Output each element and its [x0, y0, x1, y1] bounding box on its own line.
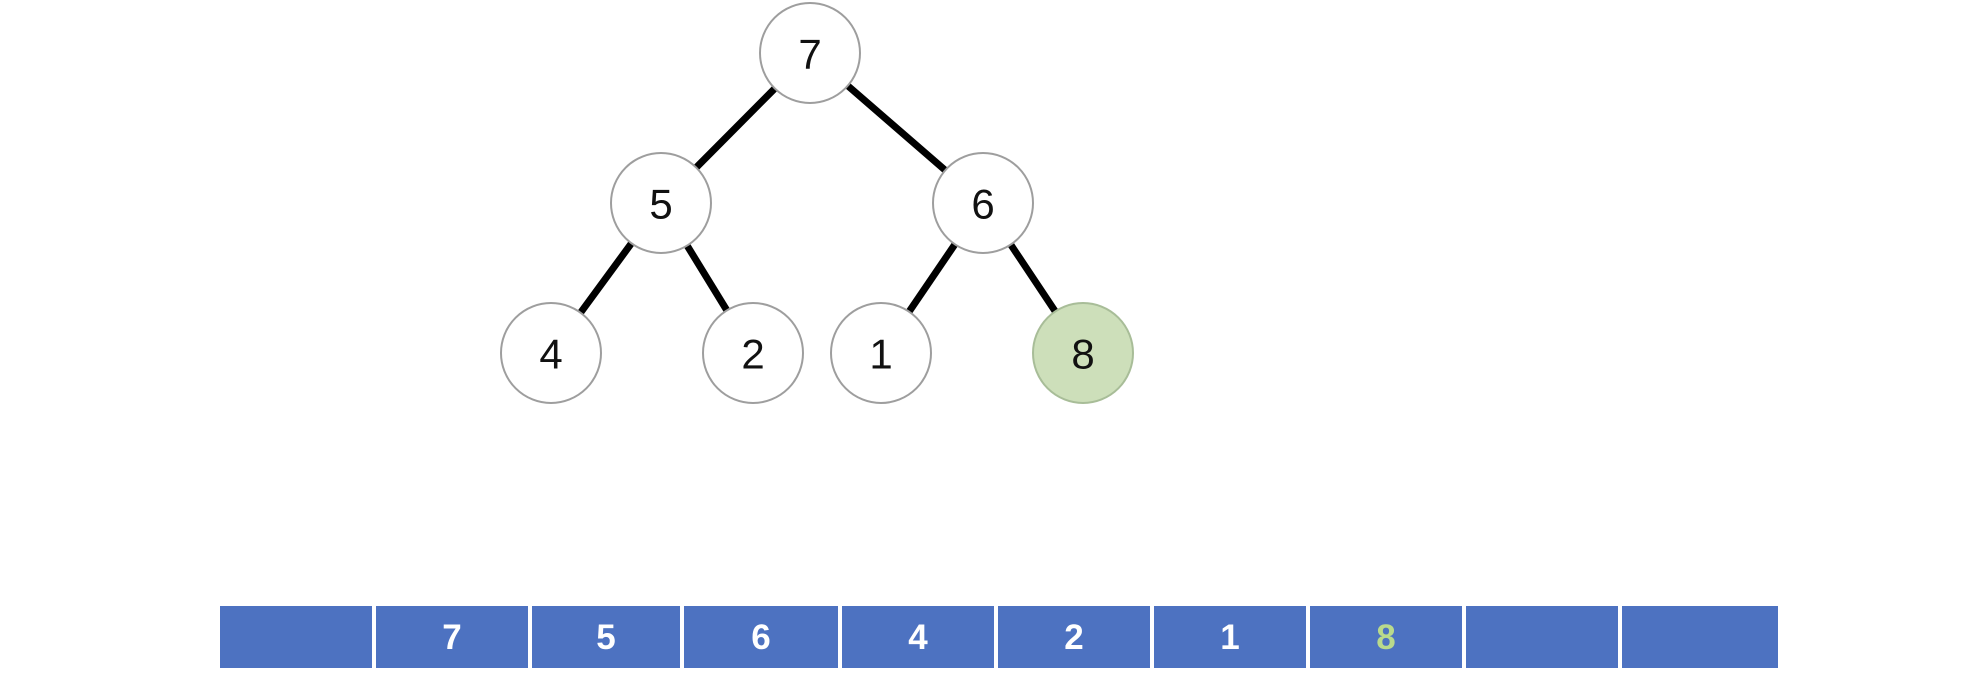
array-cell-2[interactable]: 5	[532, 606, 680, 668]
array-cell-6[interactable]: 1	[1154, 606, 1306, 668]
tree-node-circle-7	[759, 2, 861, 104]
array-cell-5[interactable]: 2	[998, 606, 1150, 668]
tree-node-2[interactable]: 2	[702, 302, 804, 404]
binary-heap-tree: 7 5 6 4 2 1 8	[500, 2, 1134, 404]
array-cell-value-4: 4	[908, 617, 928, 657]
tree-node-layer: 7 5 6 4 2 1 8	[500, 2, 1134, 404]
array-cell-value-2: 5	[596, 617, 616, 657]
tree-node-circle-6	[932, 152, 1034, 254]
tree-edge-5-4	[577, 241, 635, 315]
array-cell-1[interactable]: 7	[376, 606, 528, 668]
tree-node-6[interactable]: 6	[932, 152, 1034, 254]
array-cell-7[interactable]: 8	[1310, 606, 1462, 668]
tree-node-circle-8	[1032, 302, 1134, 404]
tree-node-circle-4	[500, 302, 602, 404]
tree-node-label-1: 1	[869, 331, 892, 378]
tree-node-label-7: 7	[798, 31, 821, 78]
tree-node-label-8: 8	[1071, 331, 1094, 378]
tree-edge-7-5	[693, 86, 778, 170]
array-cell-value-7: 8	[1376, 617, 1396, 657]
tree-node-circle-2	[702, 302, 804, 404]
tree-edge-layer	[577, 83, 1059, 315]
tree-node-7[interactable]: 7	[759, 2, 861, 104]
tree-node-label-5: 5	[649, 181, 672, 228]
tree-edge-6-8	[1007, 242, 1059, 314]
tree-node-label-6: 6	[971, 181, 994, 228]
array-cell-value-6: 1	[1220, 617, 1240, 657]
array-cell-value-3: 6	[751, 617, 771, 657]
array-cell-value-1: 7	[442, 617, 462, 657]
tree-node-circle-5	[610, 152, 712, 254]
tree-node-1[interactable]: 1	[830, 302, 932, 404]
tree-node-circle-1	[830, 302, 932, 404]
tree-node-5[interactable]: 5	[610, 152, 712, 254]
array-cell-4[interactable]: 4	[842, 606, 994, 668]
tree-edge-6-1	[906, 242, 958, 314]
tree-edge-7-6	[845, 83, 948, 173]
tree-node-label-4: 4	[539, 331, 562, 378]
tree-edge-5-2	[684, 243, 730, 313]
tree-node-8[interactable]: 8	[1032, 302, 1134, 404]
array-cell-9[interactable]	[1622, 606, 1778, 668]
array-cell-value-5: 2	[1064, 617, 1084, 657]
array-cell-3[interactable]: 6	[684, 606, 838, 668]
tree-node-label-2: 2	[741, 331, 764, 378]
heap-array: 7 5 6 4 2 1 8	[220, 606, 1778, 668]
array-cell-0[interactable]	[220, 606, 372, 668]
array-cell-8[interactable]	[1466, 606, 1618, 668]
tree-node-4[interactable]: 4	[500, 302, 602, 404]
